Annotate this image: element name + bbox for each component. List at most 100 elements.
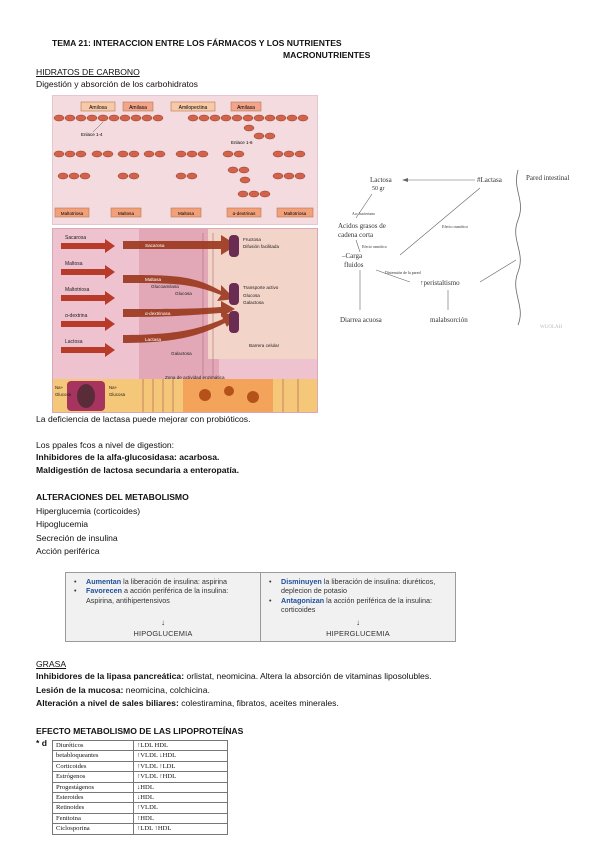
fig2-left-lactosa: Lactosa: [65, 339, 83, 345]
fig2-right-glucosa: Glucosa: [243, 293, 260, 298]
grasa-line-2: Lesión de la mucosa: neomicina, colchici…: [36, 685, 210, 696]
fig2-ion-glucosa: Glucosa: [55, 392, 72, 397]
fig2-ion-glucosa-2: Glucosa: [109, 392, 126, 397]
fig2-enzyme-maltasa: Maltasa: [145, 277, 162, 282]
fig1-label-amilasa-2: Amilasa: [237, 105, 255, 111]
lipo-table-row: Diuréticos↑LDL HDL: [52, 739, 228, 752]
section-heading-grasa: GRASA: [36, 659, 67, 669]
inhibitors-label: Inhibidores de la alfa-glucosidasa:: [36, 452, 177, 462]
lipo-table-row: Progestágenos↓HDL: [52, 781, 228, 794]
fig3-distension: Distensión de la pared: [385, 270, 421, 275]
fig2-left-maltotriosa: Maltotriosa: [65, 287, 90, 293]
insulin-effects-table: •Aumentan la liberación de insulina: asp…: [65, 572, 456, 642]
lipo-drug-cell: Fenitoina: [52, 812, 134, 825]
grasa-line-label: Alteración a nivel de sales biliares:: [36, 698, 179, 708]
insulin-right-item-hl: Disminuyen: [281, 577, 322, 586]
fig3-malabsorcion: malabsorción: [430, 316, 468, 324]
insulin-left-item-hl: Favorecen: [86, 586, 122, 596]
fig2-ion-na-2: Na+: [109, 385, 118, 390]
fig3-efecto-osmotico: Efecto osmótico: [442, 224, 468, 229]
lipo-drug-cell: Ciclosporina: [52, 823, 134, 835]
fig2-enzyme-dextrinasa: α-dextrinasa: [145, 311, 171, 316]
grasa-line-1: Inhibidores de la lipasa pancreática: or…: [36, 671, 432, 682]
insulin-right-item-hl: Antagonizan: [281, 595, 325, 605]
fig1-bottom-label-2: Maltosa: [118, 211, 135, 216]
fig3-acidos-1: Acidos grasos de: [338, 222, 386, 230]
lipo-effect-cell: ↑VLDL ↓HDL: [133, 750, 228, 762]
fig2-left-dextrina: α-dextrina: [65, 313, 88, 319]
lipo-drug-cell: Corticoides: [52, 760, 134, 773]
insulin-right-item-text: la acción periférica de la insulina: cor…: [281, 595, 433, 615]
fig2-enzyme-glucoamilasa: Glucoamilasa: [151, 284, 179, 289]
fig2-enzyme-galactosa: Galactosa: [171, 351, 192, 356]
insulin-left-item: •Aumentan la liberación de insulina: asp…: [74, 577, 228, 586]
fig3-lactosa-amount: 50 gr: [372, 186, 385, 192]
fig1-bottom-label-1: Maltotriosa: [61, 211, 84, 216]
insulin-right-item: •Antagonizan la acción periférica de la …: [269, 595, 433, 615]
ppales-fcos-line: Los ppales fcos a nivel de digestion:: [36, 440, 175, 450]
insulin-left-item-text: a acción periférica de la insulina: Aspi…: [86, 586, 229, 605]
lipo-effect-cell: ↑LDL HDL: [133, 739, 228, 752]
lipo-table-row: Estrógenos↑VLDL ↑HDL: [52, 771, 228, 783]
section-heading-carbs: HIDRATOS DE CARBONO: [36, 67, 140, 77]
hipoglucemia-result: HIPOGLUCEMIA: [133, 628, 193, 638]
lactose-malabsorption-diagram: Lactosa 50 gr #Lactasa Pared intestinal …: [330, 160, 586, 350]
fig3-lactasa: #Lactasa: [477, 176, 503, 184]
fig1-label-amilosa: Amilosa: [89, 105, 107, 111]
lipo-effect-cell: ↑LDL ↑HDL: [133, 823, 228, 835]
section-heading-metabolismo: ALTERACIONES DEL METABOLISMO: [36, 492, 189, 502]
insulin-left-item-text: la liberación de insulina: aspirina: [123, 577, 228, 586]
metab-item-1: Hiperglucemia (corticoides): [36, 506, 141, 516]
lipo-table-row: Ciclosporina↑LDL ↑HDL: [52, 823, 228, 835]
fig1-bottom-label-5: Maltotriosa: [284, 211, 307, 216]
fig1-label-amilopectina: Amilopectina: [179, 105, 208, 111]
fig1-bottom-label-3: Maltosa: [178, 211, 195, 216]
fig2-left-sacarosa: Sacarosa: [65, 235, 86, 241]
page-subtitle: MACRONUTRIENTES: [283, 50, 371, 60]
lipo-drug-cell: Progestágenos: [52, 781, 134, 794]
lipo-effect-cell: ↑VLDL: [133, 802, 228, 814]
fig3-peristaltismo: ↑peristaltismo: [420, 279, 460, 287]
lipo-effect-cell: ↑VLDL ↑LDL: [133, 760, 228, 773]
fig2-enzyme-lactasa: Lactasa: [145, 337, 162, 342]
grasa-line-3: Alteración a nivel de sales biliares: co…: [36, 698, 339, 709]
metab-item-3: Secreción de insulina: [36, 533, 118, 543]
fig3-efecto-osmotico-2: Efecto osmótico: [362, 245, 387, 249]
insulin-table-left: •Aumentan la liberación de insulina: asp…: [66, 573, 261, 641]
metab-item-2: Hipoglucemia: [36, 519, 89, 529]
fig3-acc-bacteriana: Acc bacteriana: [352, 212, 375, 216]
grasa-line-text: colestiramina, fibratos, aceites mineral…: [178, 698, 339, 708]
grasa-line-text: orlistat, neomicina. Altera la absorción…: [184, 671, 432, 681]
lipo-effect-cell: ↑HDL: [133, 812, 228, 825]
insulin-table-right: •Disminuyen la liberación de insulina: d…: [261, 573, 455, 641]
metab-item-4: Acción periférica: [36, 546, 100, 556]
lipo-table-row: Fenitoina↑HDL: [52, 812, 228, 825]
lipo-effect-cell: ↑VLDL ↑HDL: [133, 771, 228, 783]
fig3-carga-2: fluidos: [344, 261, 364, 269]
fig2-right-difusion: Difusión facilitada: [243, 244, 279, 249]
fig3-acidos-2: cadena corta: [338, 231, 374, 239]
lipo-table-row: betabloqueantes↑VLDL ↓HDL: [52, 750, 228, 762]
lipo-table-row: Esteroides↓HDL: [52, 792, 228, 804]
fig2-enzyme-sacarasa: Sacarosa: [145, 243, 165, 248]
maldigestion-line: Maldigestión de lactosa secundaria a ent…: [36, 465, 239, 475]
fig2-ion-na: Na+: [55, 385, 64, 390]
hiperglucemia-result: HIPERGLUCEMIA: [326, 628, 390, 638]
grasa-line-text: neomicina, colchicina.: [123, 685, 210, 695]
insulin-left-item: •Favorecen a acción periférica de la ins…: [74, 586, 229, 605]
fig3-carga-1: –Carga: [341, 252, 363, 260]
insulin-right-item: •Disminuyen la liberación de insulina: d…: [269, 577, 436, 596]
fig3-diarrea: Diarrea acuosa: [340, 316, 383, 324]
lipo-drug-cell: betabloqueantes: [52, 750, 134, 762]
lipo-stub-text: * d: [36, 738, 47, 748]
fig2-right-fructosa: Fructosa: [243, 237, 261, 242]
fig1-bottom-label-4: α-dextrinas: [233, 211, 257, 216]
fig2-right-galactosa: Galactosa: [243, 300, 264, 305]
inhibitors-line: Inhibidores de la alfa-glucosidasa: acar…: [36, 452, 219, 463]
insulin-right-item-text: la liberación de insulina: diuréticos, d…: [281, 577, 436, 596]
fig2-enzyme-glucosa: Glucosa: [175, 291, 192, 296]
lipo-table-row: Corticoides↑VLDL ↑LDL: [52, 760, 228, 773]
fig3-watermark: WUOLAH: [540, 325, 563, 330]
down-arrow-icon: ↓: [161, 617, 165, 627]
